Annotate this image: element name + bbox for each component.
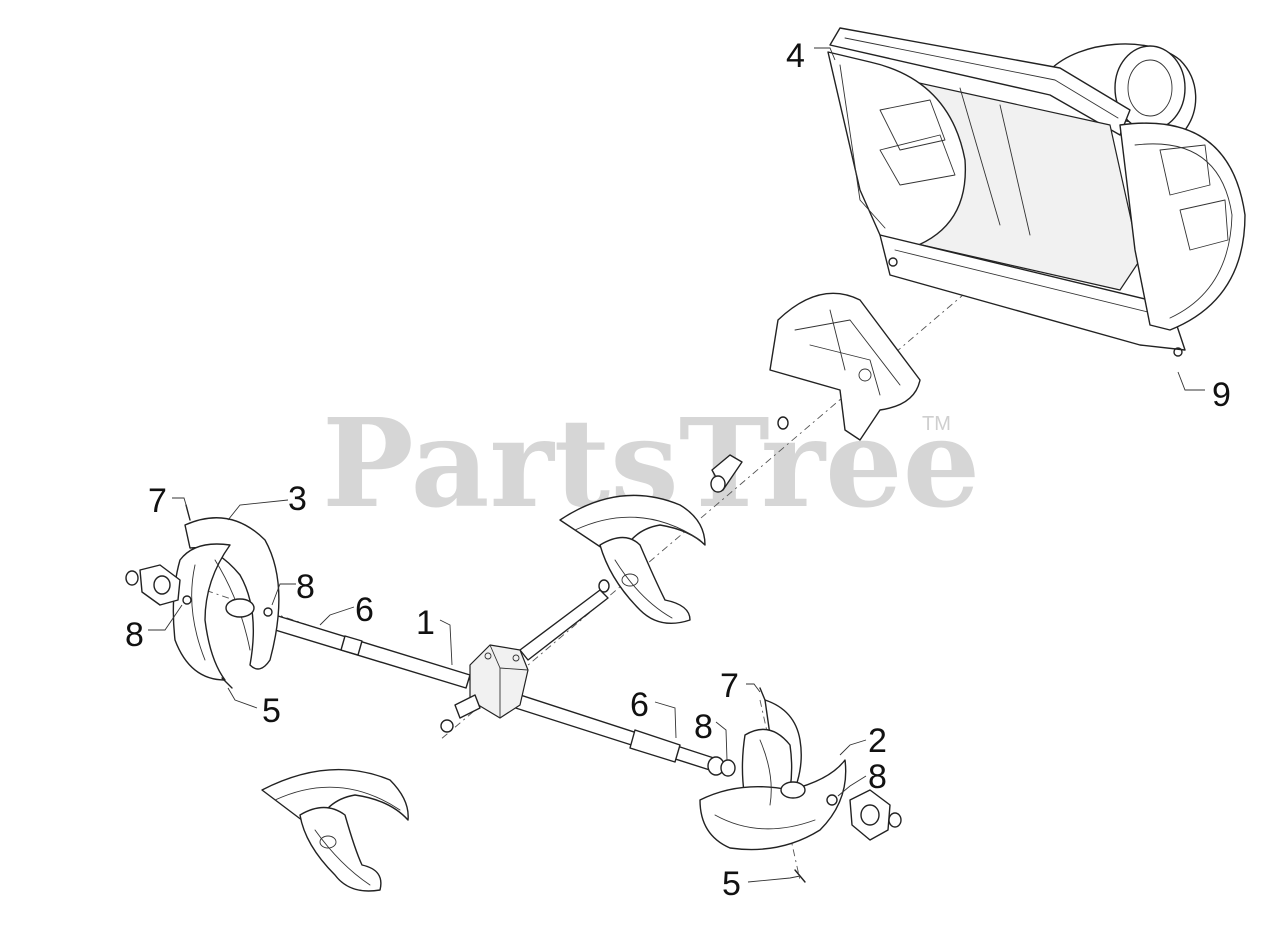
shaft-spacers	[440, 416, 789, 733]
watermark-trademark: TM	[922, 413, 951, 435]
callout-part-1: 1	[416, 604, 435, 642]
auger-right-inner	[261, 768, 409, 892]
callout-part-8-left-lower: 8	[125, 616, 144, 654]
part-callouts: 4 9 7 3 8 8 5 6 1 6 7 8 2 8 5	[125, 37, 1231, 903]
callout-part-6-left: 6	[355, 591, 374, 629]
callout-part-8-right-upper: 8	[694, 708, 713, 746]
auger-housing	[827, 27, 1246, 357]
callout-part-8-right-lower: 8	[868, 758, 887, 796]
auger-right-outer	[699, 687, 902, 883]
auger-left-inner	[559, 494, 706, 624]
callout-part-5-right: 5	[722, 865, 741, 903]
auger-left-outer	[125, 504, 280, 689]
callout-part-7-right: 7	[720, 667, 739, 705]
callout-part-9: 9	[1212, 376, 1231, 414]
callout-part-2: 2	[868, 722, 887, 760]
callout-part-5-left: 5	[262, 692, 281, 730]
callout-part-6-right: 6	[630, 686, 649, 724]
callout-part-8-left-upper: 8	[296, 568, 315, 606]
callout-part-3: 3	[288, 480, 307, 518]
leader-lines	[148, 47, 1205, 883]
callout-part-4: 4	[786, 37, 805, 75]
callout-part-7-left: 7	[148, 482, 167, 520]
gearbox-bracket	[769, 292, 921, 441]
gearbox-assembly	[261, 589, 725, 776]
